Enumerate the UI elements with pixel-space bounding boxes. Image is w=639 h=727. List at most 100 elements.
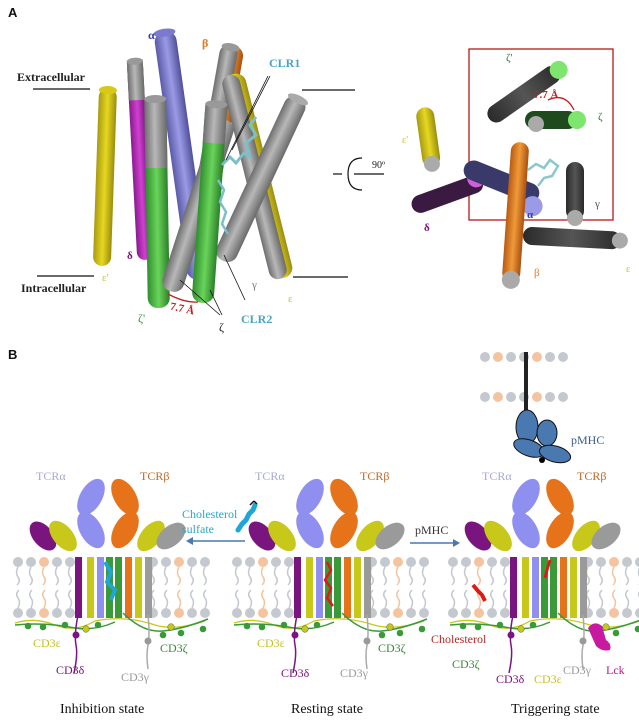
top-label-epsilon: ε: [626, 264, 631, 275]
distance-arrow: [167, 293, 199, 303]
helix-zeta-prime: [144, 95, 170, 309]
top-label-gamma: γ: [595, 198, 600, 210]
lipid-head: [545, 352, 555, 362]
lipid-tail: [489, 589, 495, 609]
lipid-head: [480, 392, 490, 402]
itam: [159, 631, 167, 639]
lipid-head: [406, 557, 416, 567]
itam: [507, 631, 515, 639]
lipid-head: [461, 557, 471, 567]
itam: [602, 623, 610, 631]
helix-epsilon-prime: [93, 86, 117, 266]
itam: [24, 622, 32, 630]
lipid-tail: [234, 589, 240, 609]
itam: [280, 621, 288, 629]
cholesterol-sulfate-label-1: Cholesterol: [182, 507, 238, 521]
cd3-delta-tail: [508, 614, 514, 674]
itam: [517, 625, 525, 633]
lipid-head: [558, 392, 568, 402]
tm-helix: [97, 557, 104, 618]
cd3-gamma-tail: [365, 614, 369, 670]
lipid-head: [380, 557, 390, 567]
lipid-tail: [41, 589, 47, 609]
tm-helix: [532, 557, 539, 618]
lipid-tail: [67, 566, 73, 586]
lipid-tail: [273, 589, 279, 609]
lipid-tail: [176, 566, 182, 586]
lipid-head: [500, 557, 510, 567]
resting-cd3z: CD3ζ: [378, 641, 406, 655]
top-label-zeta-prime: ζ': [506, 52, 513, 64]
itam: [291, 631, 299, 639]
itam: [363, 637, 371, 645]
tm-helix: [334, 557, 341, 618]
lipid-head: [609, 608, 619, 618]
lipid-tail: [421, 589, 427, 609]
lipid-tail: [67, 589, 73, 609]
tm-helix: [125, 557, 132, 618]
lipid-head: [200, 608, 210, 618]
lipid-tail: [234, 566, 240, 586]
cd3-epsilon-domain: [137, 520, 165, 552]
lipid-tail: [369, 589, 375, 609]
cd3-epsilon-domain: [49, 520, 77, 552]
tcr-alpha-domain: [77, 478, 105, 516]
cd3-epsilon-domain: [484, 520, 512, 552]
distance-label-top: 7.7 Å: [534, 89, 559, 101]
helix-label-delta: δ: [127, 250, 133, 262]
clr-ligand: [220, 116, 258, 167]
lipid-head: [448, 608, 458, 618]
itam: [396, 629, 404, 637]
lipid-tail: [286, 589, 292, 609]
lipid-head: [284, 557, 294, 567]
tm-helix: [522, 557, 529, 618]
lipid-head: [448, 557, 458, 567]
lipid-head: [500, 608, 510, 618]
arrow-to-inhibition: [186, 537, 245, 545]
lipid-head: [493, 352, 503, 362]
tcr-alpha-domain: [296, 478, 324, 516]
itam: [72, 631, 80, 639]
tcr-alpha-domain: [512, 511, 540, 549]
lipid-head: [419, 608, 429, 618]
lipid-tail: [395, 589, 401, 609]
lipid-head: [232, 608, 242, 618]
cd3-gamma-domain: [591, 522, 621, 550]
lipid-head: [271, 608, 281, 618]
lipid-tail: [286, 566, 292, 586]
lipid-tail: [202, 566, 208, 586]
lck-kinase: [588, 623, 611, 651]
helix-label-zeta-prime: ζ': [138, 311, 146, 325]
itam: [612, 629, 620, 637]
lipid-tail: [247, 589, 253, 609]
lipid-head: [26, 557, 36, 567]
inhibition-tcrb: TCRβ: [140, 469, 170, 483]
resting-cd3g: CD3γ: [340, 666, 368, 680]
lipid-head: [545, 392, 555, 402]
lipid-head: [558, 352, 568, 362]
rotation-label: 90º: [372, 160, 386, 171]
tcr-alpha-domain: [512, 478, 540, 516]
cholesterol-sulfate: [103, 560, 118, 601]
lipid-tail: [150, 589, 156, 609]
intracellular-label: Intracellular: [21, 281, 87, 295]
lipid-tail: [189, 566, 195, 586]
itam: [529, 621, 537, 629]
cd3-epsilon-domain: [572, 520, 600, 552]
top-label-epsilon-prime: ε': [402, 135, 409, 146]
tcr-beta-domain: [330, 511, 358, 549]
triggering-title: Triggering state: [511, 702, 600, 717]
lipid-tail: [624, 566, 630, 586]
tcr-beta-domain: [546, 478, 574, 516]
itam: [634, 625, 639, 633]
tcr-beta-domain: [330, 478, 358, 516]
mhc-anchor: [524, 352, 528, 417]
tm-helix: [87, 557, 94, 618]
zeta-pointer-1: [179, 279, 221, 316]
lipid-head: [65, 557, 75, 567]
lipid-head: [622, 557, 632, 567]
tm-helix: [541, 557, 548, 618]
helix-label-epsilon-prime: ε': [102, 272, 109, 284]
lipid-tail: [189, 589, 195, 609]
inhibition-cd3z: CD3ζ: [160, 641, 188, 655]
